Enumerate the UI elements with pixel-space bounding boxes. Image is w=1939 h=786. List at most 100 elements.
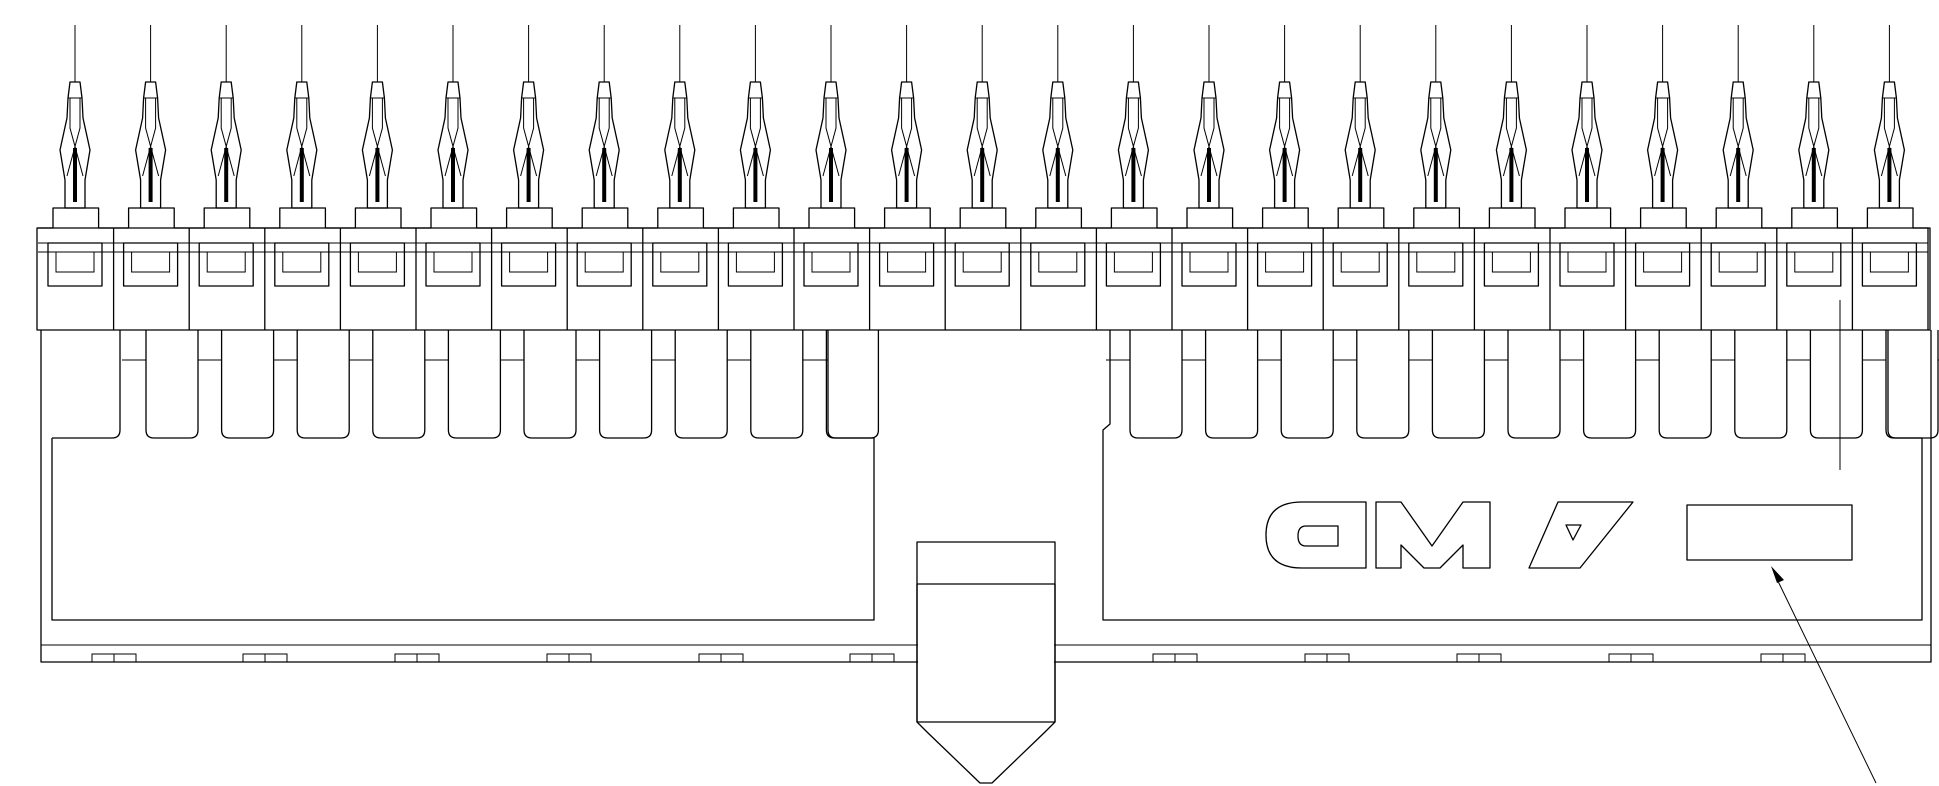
right-finger-10 xyxy=(1809,330,1864,439)
cell-top xyxy=(491,207,568,229)
cell-top xyxy=(794,207,870,229)
terminal-spring xyxy=(973,98,991,177)
left-finger-7 xyxy=(598,330,653,439)
cell-top xyxy=(1020,207,1097,229)
terminal-spring xyxy=(444,98,462,177)
cell-window-inner xyxy=(1794,251,1834,273)
left-finger-4 xyxy=(372,330,426,439)
cell-window-inner xyxy=(1567,251,1607,273)
leader-arrowhead xyxy=(1771,566,1784,583)
cell-top xyxy=(945,207,1021,229)
left-edge-finger xyxy=(52,330,121,439)
terminal-14 xyxy=(1020,25,1098,330)
right-start-edge xyxy=(1102,330,1111,438)
terminal-spring xyxy=(746,98,764,177)
terminal-spring xyxy=(1049,98,1067,177)
cell-window-outer xyxy=(652,242,708,287)
label-box xyxy=(1686,504,1853,561)
cell-window-inner xyxy=(131,251,171,273)
terminal-17 xyxy=(1247,25,1324,330)
terminal-23 xyxy=(1701,25,1778,330)
terminal-spring xyxy=(1200,98,1218,177)
cell-window-outer xyxy=(954,242,1010,287)
terminal-spring xyxy=(142,98,160,177)
terminal-4 xyxy=(264,25,342,330)
cell-top xyxy=(718,207,794,229)
cell-top xyxy=(1474,207,1550,229)
terminal-20 xyxy=(1474,25,1551,330)
terminal-25 xyxy=(1852,25,1929,330)
terminal-8 xyxy=(567,25,644,330)
left-finger-6 xyxy=(523,330,577,439)
terminal-spring xyxy=(520,98,538,177)
cell-window-outer xyxy=(198,242,254,287)
right-finger-7 xyxy=(1582,330,1637,439)
terminal-spring xyxy=(1351,98,1369,177)
right-finger-6 xyxy=(1507,330,1561,439)
terminal-16 xyxy=(1172,25,1249,330)
cell-window-outer xyxy=(1861,242,1918,287)
cell-top xyxy=(1852,207,1928,229)
center-polarizing-key xyxy=(916,541,1056,784)
left-finger-1 xyxy=(145,330,199,439)
cell-top xyxy=(1776,207,1853,229)
cell-top xyxy=(567,207,643,229)
cell-top xyxy=(38,207,114,229)
connector-housing xyxy=(36,227,1932,663)
amp-logo: AMP xyxy=(1265,501,1634,569)
cell-window-inner xyxy=(584,251,624,273)
cell-window-outer xyxy=(47,242,103,287)
cell-window-inner xyxy=(206,251,246,273)
cell-window-inner xyxy=(660,251,700,273)
terminal-spring xyxy=(368,98,386,177)
terminal-spring xyxy=(1276,98,1294,177)
right-finger-2 xyxy=(1204,330,1259,439)
cell-top xyxy=(264,207,341,229)
cell-window-inner xyxy=(282,251,322,273)
cell-top xyxy=(340,207,416,229)
terminal-7 xyxy=(491,25,568,330)
cell-window-outer xyxy=(1105,242,1162,287)
terminal-2 xyxy=(113,25,190,330)
cell-top xyxy=(1625,207,1702,229)
right-finger-5 xyxy=(1431,330,1486,439)
terminal-spring xyxy=(898,98,916,177)
cell-window-outer xyxy=(576,242,632,287)
cell-top xyxy=(189,207,265,229)
cell-window-outer xyxy=(1332,242,1388,287)
terminal-12 xyxy=(869,25,946,330)
cell-top xyxy=(1398,207,1475,229)
housing-body xyxy=(40,330,1932,663)
cell-window-inner xyxy=(433,251,473,273)
cell-window-outer xyxy=(1030,242,1086,287)
cell-window-inner xyxy=(1869,251,1909,273)
cell-window-inner xyxy=(887,251,927,273)
cell-window-inner xyxy=(1491,251,1531,273)
terminal-24 xyxy=(1776,25,1854,330)
latch-5 xyxy=(698,653,744,662)
right-panel xyxy=(1102,438,1923,621)
cell-window-outer xyxy=(1559,242,1615,287)
cell-top xyxy=(1323,207,1399,229)
terminal-19 xyxy=(1398,25,1476,330)
left-finger-10 xyxy=(825,330,880,439)
right-finger-11 xyxy=(1885,330,1939,439)
terminal-13 xyxy=(945,25,1022,330)
cell-window-inner xyxy=(962,251,1002,273)
cell-top xyxy=(1096,207,1172,229)
terminal-3 xyxy=(189,25,266,330)
cell-window-outer xyxy=(1710,242,1766,287)
terminal-contacts xyxy=(38,25,1929,330)
label-callout xyxy=(1686,300,1877,784)
terminal-10 xyxy=(718,25,795,330)
terminal-1 xyxy=(38,25,115,330)
left-panel xyxy=(51,438,875,621)
cell-window-outer xyxy=(1408,242,1464,287)
cell-window-outer xyxy=(1634,242,1691,287)
terminal-spring xyxy=(1427,98,1445,177)
latch-9 xyxy=(1456,653,1502,662)
cell-top xyxy=(416,207,492,229)
cell-window-outer xyxy=(1256,242,1313,287)
right-finger-8 xyxy=(1658,330,1712,439)
right-end-finger xyxy=(1887,330,1922,439)
